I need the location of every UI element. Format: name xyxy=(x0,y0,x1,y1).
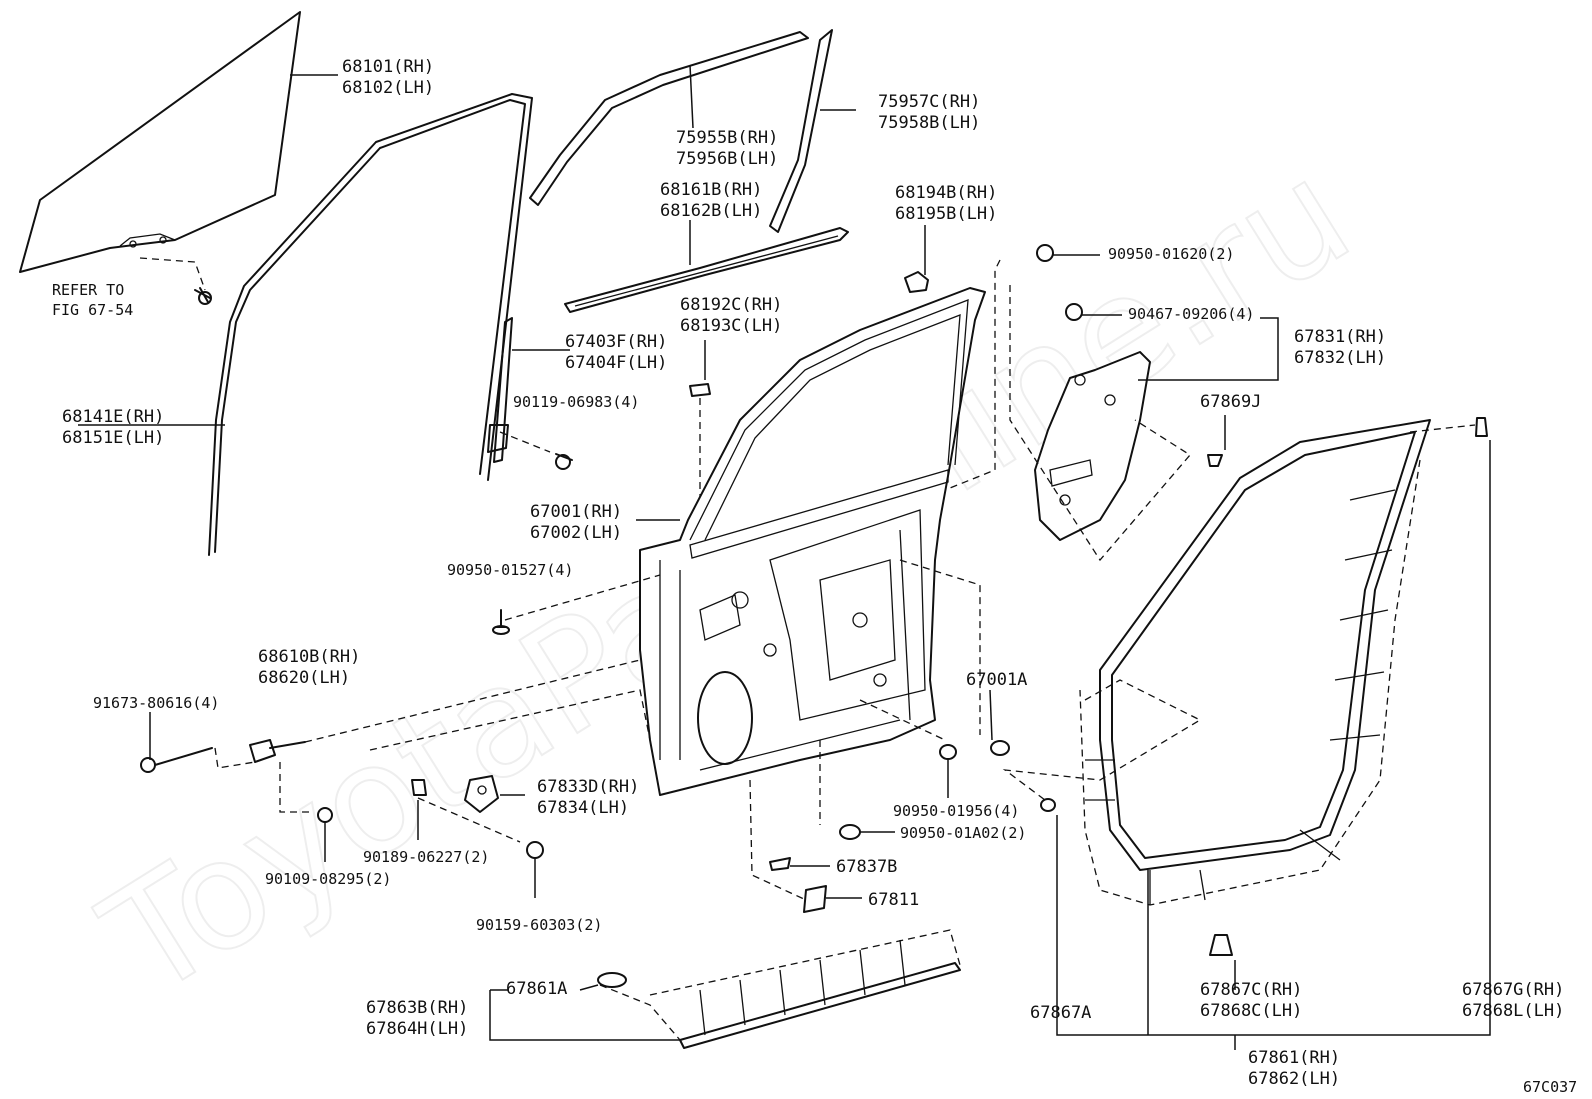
label-stopper: 68194B(RH) 68195B(LH) xyxy=(895,183,997,224)
svg-text:90950-01956(4): 90950-01956(4) xyxy=(893,802,1019,820)
svg-text:67863B(RH): 67863B(RH) xyxy=(366,998,468,1018)
label-plug-90950-01a02: 90950-01A02(2) xyxy=(900,824,1026,842)
svg-text:67867G(RH): 67867G(RH) xyxy=(1462,980,1564,1000)
svg-text:68101(RH): 68101(RH) xyxy=(342,57,434,77)
label-clip-67867g: 67867G(RH) 67868L(LH) xyxy=(1462,980,1564,1021)
small-clips-drawing xyxy=(749,779,827,913)
label-pillar-garnish: 75957C(RH) 75958B(LH) xyxy=(878,92,980,133)
label-plug-90950-01527: 90950-01527(4) xyxy=(447,561,573,579)
label-sash-channel: 67403F(RH) 67404F(LH) xyxy=(565,332,667,373)
label-clip-67869j: 67869J xyxy=(1200,392,1261,412)
svg-text:90119-06983(4): 90119-06983(4) xyxy=(513,393,639,411)
label-clip-67837b: 67837B xyxy=(836,857,897,877)
label-bolt-90109: 90109-08295(2) xyxy=(265,870,391,888)
leader-lines xyxy=(78,64,1491,1050)
svg-text:68102(LH): 68102(LH) xyxy=(342,78,434,98)
svg-text:68192C(RH): 68192C(RH) xyxy=(680,295,782,315)
svg-text:67868C(LH): 67868C(LH) xyxy=(1200,1001,1302,1021)
svg-text:68141E(RH): 68141E(RH) xyxy=(62,407,164,427)
svg-text:67861A: 67861A xyxy=(506,979,567,999)
label-bolt-91673: 91673-80616(4) xyxy=(93,694,219,712)
label-refer[interactable]: REFER TO FIG 67-54 xyxy=(52,281,133,319)
run-channel-drawing xyxy=(208,93,533,556)
label-screw-90159: 90159-60303(2) xyxy=(476,916,602,934)
svg-text:91673-80616(4): 91673-80616(4) xyxy=(93,694,219,712)
door-check-drawing xyxy=(140,659,641,823)
svg-text:68195B(LH): 68195B(LH) xyxy=(895,204,997,224)
svg-text:FIG 67-54: FIG 67-54 xyxy=(52,301,133,319)
label-glass: 68101(RH) 68102(LH) xyxy=(342,57,434,98)
sash-channel-drawing xyxy=(487,317,573,470)
label-clip-90467: 90467-09206(4) xyxy=(1128,305,1254,323)
svg-text:68194B(RH): 68194B(RH) xyxy=(895,183,997,203)
pillar-garnish-drawing xyxy=(769,29,833,233)
label-check-assy: 68610B(RH) 68620(LH) xyxy=(258,647,360,688)
svg-text:90950-01620(2): 90950-01620(2) xyxy=(1108,245,1234,263)
svg-text:67864H(LH): 67864H(LH) xyxy=(366,1019,468,1039)
svg-text:67867C(RH): 67867C(RH) xyxy=(1200,980,1302,1000)
label-weatherstrip-door: 67861(RH) 67862(LH) xyxy=(1248,1048,1340,1089)
label-hole-cover: 67833D(RH) 67834(LH) xyxy=(537,777,639,818)
svg-text:67837B: 67837B xyxy=(836,857,897,877)
label-belt-weather: 68161B(RH) 68162B(LH) xyxy=(660,180,762,221)
door-weatherstrip-drawing xyxy=(1002,417,1488,956)
svg-text:67834(LH): 67834(LH) xyxy=(537,798,629,818)
label-plug-90950-01620: 90950-01620(2) xyxy=(1108,245,1234,263)
label-retainer: 68192C(RH) 68193C(LH) xyxy=(680,295,782,336)
label-clip-67861a: 67861A xyxy=(506,979,567,999)
figure-code: 67C037 xyxy=(1523,1078,1577,1096)
label-service-cover: 67831(RH) 67832(LH) xyxy=(1294,327,1386,368)
svg-text:90950-01A02(2): 90950-01A02(2) xyxy=(900,824,1026,842)
svg-text:68151E(LH): 68151E(LH) xyxy=(62,428,164,448)
label-plug-67001a: 67001A xyxy=(966,670,1027,690)
label-clip-67867a: 67867A xyxy=(1030,1003,1091,1023)
svg-text:67001(RH): 67001(RH) xyxy=(530,502,622,522)
svg-text:90109-08295(2): 90109-08295(2) xyxy=(265,870,391,888)
svg-text:90159-60303(2): 90159-60303(2) xyxy=(476,916,602,934)
lower-weatherstrip-drawing xyxy=(597,929,961,1049)
belt-weatherstrip-drawing xyxy=(564,227,849,313)
label-plug-90950-01956: 90950-01956(4) xyxy=(893,802,1019,820)
svg-text:67811: 67811 xyxy=(868,890,919,910)
stopper-drawing xyxy=(904,271,929,293)
svg-text:75958B(LH): 75958B(LH) xyxy=(878,113,980,133)
label-clip-67867c: 67867C(RH) 67868C(LH) xyxy=(1200,980,1302,1021)
svg-text:67862(LH): 67862(LH) xyxy=(1248,1069,1340,1089)
svg-text:67832(LH): 67832(LH) xyxy=(1294,348,1386,368)
svg-text:67868L(LH): 67868L(LH) xyxy=(1462,1001,1564,1021)
svg-text:67861(RH): 67861(RH) xyxy=(1248,1048,1340,1068)
label-bolt-90119: 90119-06983(4) xyxy=(513,393,639,411)
svg-text:67404F(LH): 67404F(LH) xyxy=(565,353,667,373)
label-door-panel: 67001(RH) 67002(LH) xyxy=(530,502,622,543)
svg-text:67867A: 67867A xyxy=(1030,1003,1091,1023)
svg-text:67403F(RH): 67403F(RH) xyxy=(565,332,667,352)
label-tape-67811: 67811 xyxy=(868,890,919,910)
svg-text:67869J: 67869J xyxy=(1200,392,1261,412)
svg-text:68193C(LH): 68193C(LH) xyxy=(680,316,782,336)
label-nut-90189: 90189-06227(2) xyxy=(363,848,489,866)
label-run-channel: 68141E(RH) 68151E(LH) xyxy=(62,407,164,448)
svg-text:68162B(LH): 68162B(LH) xyxy=(660,201,762,221)
door-panel-drawing xyxy=(639,287,986,796)
service-cover-drawing xyxy=(944,244,1223,562)
svg-text:68610B(RH): 68610B(RH) xyxy=(258,647,360,667)
belt-moulding-drawing xyxy=(529,31,809,206)
svg-text:90189-06227(2): 90189-06227(2) xyxy=(363,848,489,866)
svg-text:67831(RH): 67831(RH) xyxy=(1294,327,1386,347)
svg-text:75957C(RH): 75957C(RH) xyxy=(878,92,980,112)
svg-text:67002(LH): 67002(LH) xyxy=(530,523,622,543)
door-glass-drawing xyxy=(19,11,301,305)
svg-text:90467-09206(4): 90467-09206(4) xyxy=(1128,305,1254,323)
svg-text:67833D(RH): 67833D(RH) xyxy=(537,777,639,797)
label-weatherstrip-lower: 67863B(RH) 67864H(LH) xyxy=(366,998,468,1039)
svg-text:90950-01527(4): 90950-01527(4) xyxy=(447,561,573,579)
svg-text:67001A: 67001A xyxy=(966,670,1027,690)
label-belt-outer: 75955B(RH) 75956B(LH) xyxy=(676,128,778,169)
svg-text:REFER TO: REFER TO xyxy=(52,281,124,299)
svg-text:68161B(RH): 68161B(RH) xyxy=(660,180,762,200)
svg-text:75955B(RH): 75955B(RH) xyxy=(676,128,778,148)
svg-text:75956B(LH): 75956B(LH) xyxy=(676,149,778,169)
svg-text:68620(LH): 68620(LH) xyxy=(258,668,350,688)
